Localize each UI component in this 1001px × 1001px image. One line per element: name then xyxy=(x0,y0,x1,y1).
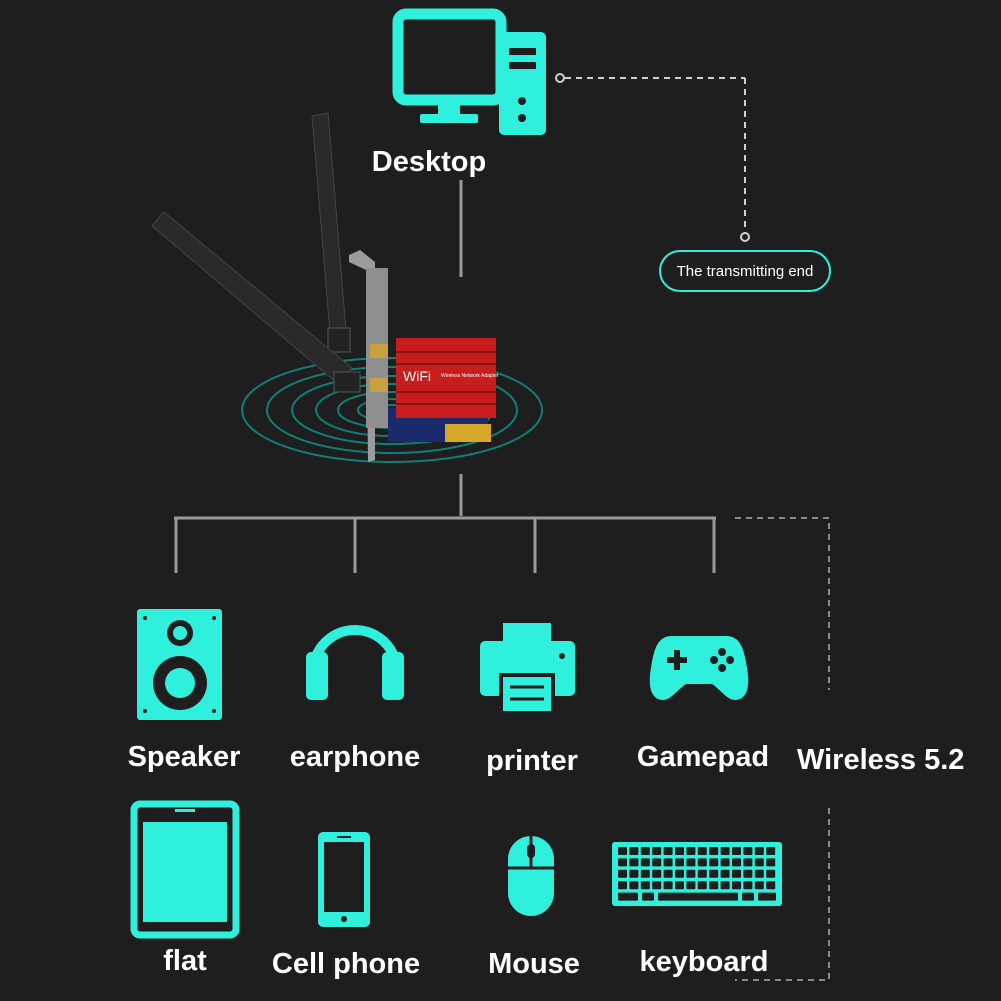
keyboard-key xyxy=(675,858,684,867)
keyboard-key xyxy=(743,869,753,878)
keyboard-key xyxy=(686,881,696,890)
keyboard-key xyxy=(686,869,696,878)
keyboard-key xyxy=(709,858,719,867)
connector-lines xyxy=(174,180,716,573)
adapter-text: Wireless Network Adapter xyxy=(441,373,499,379)
keyboard-key xyxy=(618,847,627,855)
keyboard-key xyxy=(663,847,673,855)
keyboard-key xyxy=(640,881,650,890)
link-dot-start xyxy=(555,73,565,83)
device-label-earphone: earphone xyxy=(289,741,421,773)
keyboard-key xyxy=(720,847,730,855)
keyboard-key xyxy=(732,881,741,890)
keyboard-key xyxy=(697,858,707,867)
keyboard-key xyxy=(720,858,730,867)
keyboard-key xyxy=(697,881,707,890)
keyboard-key xyxy=(642,892,654,901)
keyboard-key xyxy=(720,881,730,890)
keyboard-key xyxy=(663,881,673,890)
speaker-icon xyxy=(137,609,222,720)
keyboard-key xyxy=(742,892,754,901)
keyboard-key xyxy=(732,858,741,867)
gamepad-icon xyxy=(649,636,749,700)
keyboard-key xyxy=(663,869,673,878)
keyboard-key xyxy=(629,881,639,890)
keyboard-key xyxy=(675,869,684,878)
keyboard-key xyxy=(675,847,684,855)
keyboard-key xyxy=(618,892,638,901)
keyboard-key xyxy=(766,858,776,867)
keyboard-key xyxy=(652,847,662,855)
wireless-label: Wireless 5.2 xyxy=(797,744,965,776)
headphones-icon xyxy=(306,625,404,700)
keyboard-key xyxy=(640,847,650,855)
keyboard-key xyxy=(743,847,753,855)
keyboard-key xyxy=(675,881,684,890)
keyboard-key xyxy=(754,847,764,855)
phone-icon xyxy=(318,832,370,927)
keyboard-key xyxy=(720,869,730,878)
wifi-adapter-illustration: WiFi Wireless Network Adapter xyxy=(151,112,543,463)
keyboard-key xyxy=(629,858,639,867)
desktop-label: Desktop xyxy=(371,146,487,178)
keyboard-icon xyxy=(612,842,782,906)
keyboard-key xyxy=(618,881,627,890)
keyboard-key xyxy=(629,869,639,878)
keyboard-key xyxy=(709,881,719,890)
keyboard-key xyxy=(754,858,764,867)
keyboard-key xyxy=(652,869,662,878)
keyboard-key xyxy=(709,869,719,878)
keyboard-key xyxy=(652,858,662,867)
device-label-cell-phone: Cell phone xyxy=(271,948,421,980)
keyboard-key xyxy=(697,869,707,878)
dashed-bracket-wireless xyxy=(735,517,830,981)
keyboard-key xyxy=(766,869,776,878)
keyboard-key xyxy=(732,847,741,855)
keyboard-key xyxy=(709,847,719,855)
keyboard-key xyxy=(686,847,696,855)
keyboard-key xyxy=(732,869,741,878)
keyboard-key xyxy=(629,847,639,855)
device-label-gamepad: Gamepad xyxy=(636,741,770,773)
keyboard-key xyxy=(640,858,650,867)
keyboard-key xyxy=(697,847,707,855)
device-label-mouse: Mouse xyxy=(488,948,580,980)
keyboard-key xyxy=(652,881,662,890)
keyboard-key xyxy=(618,858,627,867)
mouse-icon xyxy=(508,836,554,916)
desktop-computer-icon xyxy=(392,8,546,135)
keyboard-key xyxy=(754,881,764,890)
keyboard-key xyxy=(758,892,776,901)
keyboard-key xyxy=(658,892,738,901)
keyboard-key xyxy=(743,858,753,867)
adapter-badge: WiFi xyxy=(403,368,431,384)
keyboard-key xyxy=(743,881,753,890)
keyboard-key xyxy=(686,858,696,867)
keyboard-key xyxy=(663,858,673,867)
device-label-printer: printer xyxy=(486,745,578,777)
keyboard-key xyxy=(766,881,776,890)
device-label-speaker: Speaker xyxy=(127,741,241,773)
keyboard-key xyxy=(766,847,776,855)
link-dot-end xyxy=(740,232,750,242)
printer-icon xyxy=(480,623,575,715)
keyboard-key xyxy=(640,869,650,878)
keyboard-key xyxy=(754,869,764,878)
keyboard-key xyxy=(618,869,627,878)
tablet-icon xyxy=(130,800,240,939)
transmitter-pill: The transmitting end xyxy=(659,250,831,292)
dashed-link-transmitter xyxy=(565,77,746,233)
device-label-keyboard: keyboard xyxy=(639,946,769,978)
device-label-flat: flat xyxy=(163,945,207,977)
